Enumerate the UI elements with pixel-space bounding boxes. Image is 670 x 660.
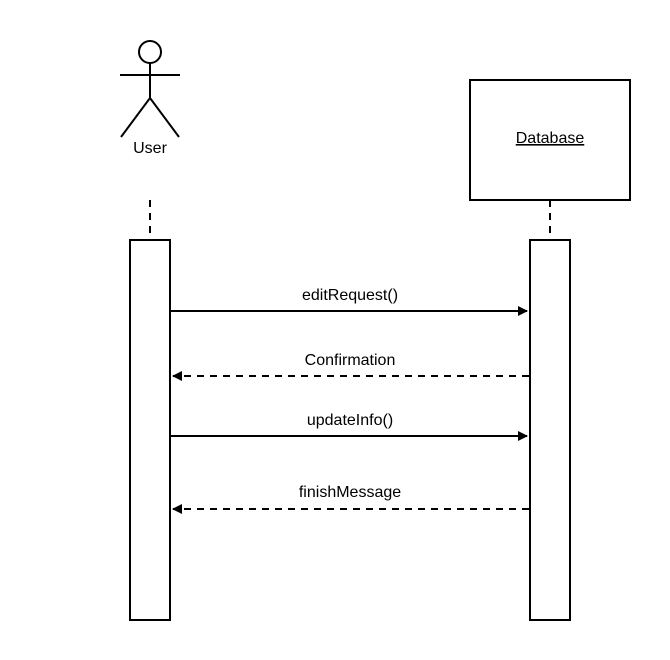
database-box — [469, 79, 631, 201]
activation-bar-database[interactable] — [529, 239, 571, 621]
message-label: Confirmation — [305, 352, 396, 369]
activation-bar-user[interactable] — [129, 239, 171, 621]
message-finish-message[interactable]: finishMessage — [172, 484, 529, 514]
message-label: updateInfo() — [307, 412, 393, 429]
message-confirmation[interactable]: Confirmation — [172, 352, 529, 381]
actor-left-leg — [120, 97, 151, 138]
message-update-info[interactable]: updateInfo() — [171, 412, 528, 441]
message-edit-request[interactable]: editRequest() — [171, 287, 528, 316]
participant-database[interactable]: Database — [469, 79, 631, 201]
actor-user[interactable]: User — [120, 40, 180, 157]
actor-head — [138, 40, 162, 64]
actor-user-label: User — [133, 140, 167, 157]
database-label: Database — [516, 130, 585, 147]
message-label: editRequest() — [302, 287, 398, 304]
message-label: finishMessage — [299, 484, 401, 501]
actor-right-leg — [149, 97, 180, 138]
